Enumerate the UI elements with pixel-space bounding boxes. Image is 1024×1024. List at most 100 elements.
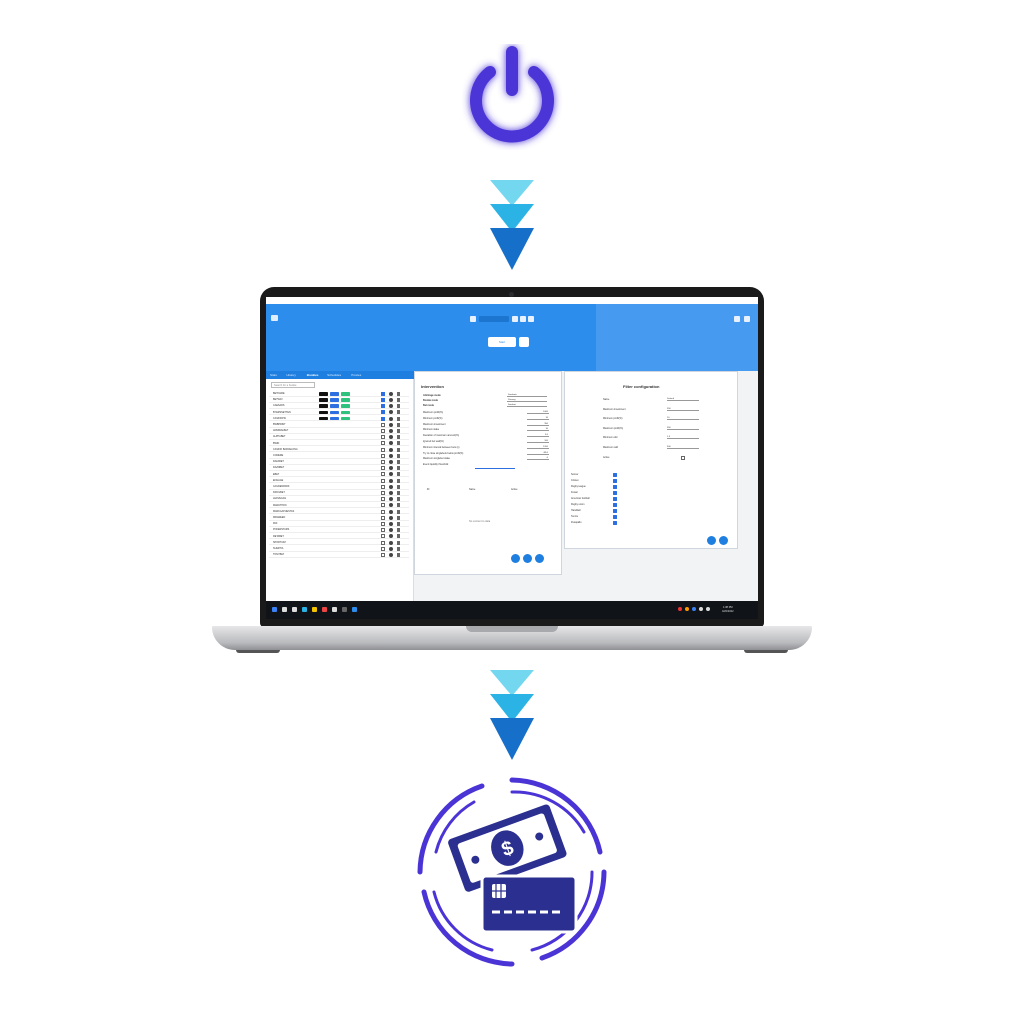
taskbar-app-icon[interactable] <box>282 607 287 612</box>
bookie-settings-icon[interactable] <box>389 546 393 551</box>
sport-tree-item[interactable]: Soccer <box>571 473 579 476</box>
sport-checkbox[interactable] <box>613 515 617 519</box>
bookie-row[interactable]: ENGAGE <box>269 478 409 484</box>
tray-icon[interactable] <box>692 607 696 611</box>
bookie-checkbox[interactable] <box>381 490 385 495</box>
field-input[interactable]: 100 <box>527 439 549 443</box>
bookie-row[interactable]: DAZNBET <box>269 465 409 471</box>
account-icon[interactable] <box>470 316 476 322</box>
field-input[interactable]: 1000 <box>527 410 549 414</box>
bookie-row[interactable]: SPORTIUM <box>269 540 409 546</box>
bookie-user-icon[interactable] <box>397 441 400 446</box>
bookie-user-icon[interactable] <box>397 428 400 433</box>
sport-checkbox[interactable] <box>613 485 617 489</box>
bookie-user-icon[interactable] <box>397 546 400 551</box>
bookie-user-icon[interactable] <box>397 466 400 471</box>
liquidity-slider[interactable] <box>475 468 515 469</box>
bookie-settings-icon[interactable] <box>389 447 393 452</box>
bookie-user-icon[interactable] <box>397 503 400 508</box>
sport-tree-item[interactable]: Tennis <box>571 515 578 518</box>
bookie-row[interactable]: BYERSNETTEN <box>269 410 409 416</box>
bookie-checkbox[interactable] <box>381 447 385 452</box>
bookie-settings-icon[interactable] <box>389 528 393 533</box>
bookie-row[interactable]: GOLDENPARK <box>269 484 409 490</box>
mode-select[interactable]: Surebets <box>507 393 547 397</box>
field-input[interactable]: -99.0 <box>527 451 549 455</box>
bookie-row[interactable]: DAFABET <box>269 459 409 465</box>
bookie-checkbox[interactable] <box>381 391 385 396</box>
bookie-row[interactable]: BWIN <box>269 441 409 447</box>
bookie-row[interactable]: CODERE <box>269 453 409 459</box>
filter-field-input[interactable]: 350 <box>667 407 699 411</box>
stop-button[interactable] <box>519 337 529 347</box>
tab-schedules[interactable]: Schedules <box>327 373 342 377</box>
bookie-settings-icon[interactable] <box>389 509 393 514</box>
bookie-user-icon[interactable] <box>397 410 400 415</box>
sport-checkbox[interactable] <box>613 497 617 501</box>
filter-field-input[interactable]: 1.5 <box>667 435 699 440</box>
sport-tree-item[interactable]: Rugby union <box>571 503 585 506</box>
bookie-checkbox[interactable] <box>381 422 385 427</box>
bookie-row[interactable]: EBET <box>269 472 409 478</box>
bookie-checkbox[interactable] <box>381 509 385 514</box>
cloud-icon[interactable] <box>520 316 526 322</box>
sport-tree-item[interactable]: Rugby league <box>571 485 586 488</box>
bookie-checkbox[interactable] <box>381 410 385 415</box>
bookie-row[interactable]: MARCAAPUESTAS <box>269 509 409 515</box>
bookie-row[interactable]: BETWAY <box>269 397 409 403</box>
tray-icon[interactable] <box>706 607 710 611</box>
bookie-user-icon[interactable] <box>397 540 400 545</box>
bookie-checkbox[interactable] <box>381 441 385 446</box>
bookie-user-icon[interactable] <box>397 391 400 396</box>
bookie-user-icon[interactable] <box>397 422 400 427</box>
bookie-user-icon[interactable] <box>397 416 400 421</box>
filter-field-input[interactable]: 10 <box>667 416 699 421</box>
bookie-user-icon[interactable] <box>397 534 400 539</box>
active-checkbox[interactable] <box>681 455 685 460</box>
bookie-checkbox[interactable] <box>381 478 385 483</box>
bookie-user-icon[interactable] <box>397 453 400 458</box>
bookie-user-icon[interactable] <box>397 528 400 533</box>
bookie-checkbox[interactable] <box>381 484 385 489</box>
bookie-user-icon[interactable] <box>397 404 400 409</box>
sport-checkbox[interactable] <box>613 491 617 495</box>
taskbar-app-icon[interactable] <box>322 607 327 612</box>
taskbar-app-icon[interactable] <box>312 607 317 612</box>
link-icon[interactable] <box>528 316 534 322</box>
mode-select[interactable]: Surebet <box>507 403 547 407</box>
bookie-settings-icon[interactable] <box>389 540 393 545</box>
bookie-settings-icon[interactable] <box>389 441 393 446</box>
bookie-row[interactable]: CASINOPIC <box>269 416 409 422</box>
tray-icon[interactable] <box>678 607 682 611</box>
sport-tree-item[interactable]: Pesapallo <box>571 521 582 524</box>
bookie-settings-icon[interactable] <box>389 484 393 489</box>
bookie-settings-icon[interactable] <box>389 466 393 471</box>
bookie-checkbox[interactable] <box>381 540 385 545</box>
bookie-settings-icon[interactable] <box>389 534 393 539</box>
bookie-row[interactable]: PAF <box>269 521 409 527</box>
add-button[interactable] <box>511 554 520 563</box>
bookie-checkbox[interactable] <box>381 404 385 409</box>
bookie-checkbox[interactable] <box>381 453 385 458</box>
bookie-row[interactable]: BETFAIRE <box>269 391 409 397</box>
bookie-settings-icon[interactable] <box>389 478 393 483</box>
field-input[interactable]: 350 <box>527 422 549 426</box>
tray-icon[interactable] <box>685 607 689 611</box>
sport-tree-item[interactable]: Handball <box>571 509 581 512</box>
bookie-user-icon[interactable] <box>397 435 400 440</box>
bookie-user-icon[interactable] <box>397 497 400 502</box>
bookie-checkbox[interactable] <box>381 397 385 402</box>
bookie-user-icon[interactable] <box>397 459 400 464</box>
field-input[interactable]: 3.0 <box>527 433 549 438</box>
settings-icon[interactable] <box>734 316 740 322</box>
bookie-row[interactable]: BWBPRINT <box>269 422 409 428</box>
bookie-settings-icon[interactable] <box>389 391 393 396</box>
bookie-user-icon[interactable] <box>397 490 400 495</box>
bookie-checkbox[interactable] <box>381 534 385 539</box>
sport-checkbox[interactable] <box>613 479 617 483</box>
sport-checkbox[interactable] <box>613 473 617 477</box>
taskbar-app-icon[interactable] <box>342 607 347 612</box>
tab-proxies[interactable]: Proxies <box>351 373 362 377</box>
bookie-row[interactable]: SUERTIA <box>269 546 409 552</box>
bookie-checkbox[interactable] <box>381 503 385 508</box>
